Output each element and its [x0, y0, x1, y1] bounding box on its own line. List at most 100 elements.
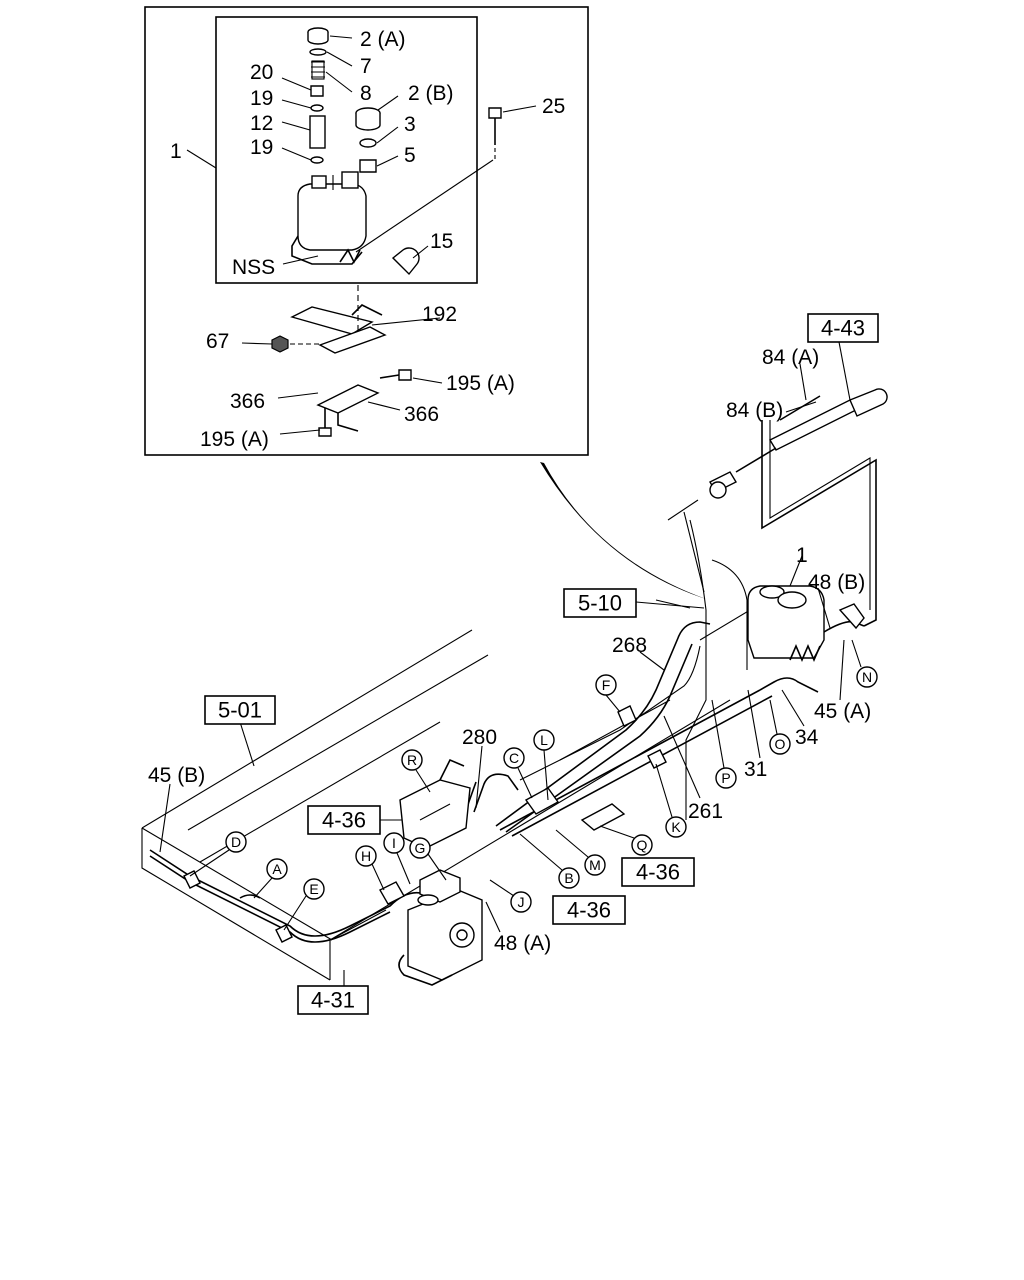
callout-a: A — [266, 858, 288, 880]
callout-m-label: M — [589, 857, 601, 873]
callout-c: C — [503, 747, 525, 769]
callout-f: F — [595, 674, 617, 696]
callout-e: E — [303, 878, 325, 900]
bolt-195a-lower — [318, 408, 332, 437]
ref-5-10-label: 5-10 — [578, 591, 622, 616]
bracket-q — [580, 803, 626, 831]
callout-q: Q — [631, 834, 653, 856]
label-67: 67 — [206, 330, 229, 353]
ref-box-4-36-lower[interactable]: 4-36 — [552, 895, 626, 925]
label-192: 192 — [422, 303, 457, 326]
label-31: 31 — [744, 758, 767, 781]
part-20 — [310, 85, 324, 97]
clip-k — [647, 749, 667, 769]
label-195a-right: 195 (A) — [446, 372, 515, 395]
oring-19-upper — [310, 104, 324, 112]
callout-j-label: J — [518, 894, 525, 910]
label-19-upper: 19 — [250, 87, 273, 110]
label-45a: 45 (A) — [814, 700, 871, 723]
label-3: 3 — [404, 113, 416, 136]
callout-p: P — [715, 767, 737, 789]
callout-f-label: F — [602, 677, 611, 693]
label-280: 280 — [462, 726, 497, 749]
label-1-inset: 1 — [170, 140, 182, 163]
callout-g-label: G — [415, 840, 426, 856]
label-366-right: 366 — [404, 403, 439, 426]
callout-j: J — [510, 891, 532, 913]
ref-box-4-36-left[interactable]: 4-36 — [307, 805, 381, 835]
label-48a: 48 (A) — [494, 932, 551, 955]
label-84a: 84 (A) — [762, 346, 819, 369]
label-15: 15 — [430, 230, 453, 253]
label-48b: 48 (B) — [808, 571, 865, 594]
callout-d-label: D — [231, 834, 241, 850]
seal-3 — [359, 138, 377, 148]
ref-box-4-31[interactable]: 4-31 — [297, 985, 369, 1015]
callout-a-label: A — [272, 861, 282, 877]
callout-n: N — [856, 666, 878, 688]
label-195a-lower: 195 (A) — [200, 428, 269, 451]
callout-m: M — [584, 854, 606, 876]
reservoir-main — [747, 585, 825, 663]
inset-leaders — [186, 35, 537, 435]
inset-reservoir-frame — [215, 16, 478, 284]
ref-4-43-label: 4-43 — [821, 316, 865, 341]
ref-box-4-36-right[interactable]: 4-36 — [621, 857, 695, 887]
steering-gear — [398, 869, 483, 986]
callout-b-label: B — [564, 870, 573, 886]
bolt-25-guide-line — [355, 159, 494, 253]
clip-a — [239, 894, 261, 899]
label-268: 268 — [612, 634, 647, 657]
label-45b: 45 (B) — [148, 764, 205, 787]
label-2b: 2 (B) — [408, 82, 454, 105]
return-line-loop — [761, 420, 877, 627]
callout-g: G — [409, 837, 431, 859]
callout-r: R — [401, 749, 423, 771]
inset-pointer-arrow — [540, 462, 706, 599]
hose-280 — [473, 773, 519, 813]
main-assembly-view: 84 (A) 84 (B) 1 48 (B) 268 280 45 (B) 45… — [141, 313, 888, 1015]
label-5: 5 — [404, 144, 416, 167]
bracket-192 — [290, 304, 387, 354]
label-20: 20 — [250, 61, 273, 84]
label-12: 12 — [250, 112, 273, 135]
spring-8 — [311, 60, 325, 80]
label-2a: 2 (A) — [360, 28, 406, 51]
label-1-main: 1 — [796, 544, 808, 567]
ref-4-31-label: 4-31 — [311, 988, 355, 1013]
clamp-15 — [391, 247, 420, 276]
clip-e — [275, 924, 293, 943]
clip-f — [617, 705, 637, 727]
clip-h — [379, 881, 405, 905]
oring-19-lower — [310, 156, 324, 164]
bolt-25 — [488, 107, 502, 160]
label-261: 261 — [688, 800, 723, 823]
callout-c-label: C — [509, 750, 519, 766]
callout-d: D — [225, 831, 247, 853]
label-84b: 84 (B) — [726, 399, 783, 422]
label-7: 7 — [360, 55, 372, 78]
callout-o: O — [769, 733, 791, 755]
cap-2b — [355, 107, 381, 131]
label-25: 25 — [542, 95, 565, 118]
inset-frame — [144, 6, 589, 456]
label-34: 34 — [795, 726, 819, 749]
ref-box-4-43[interactable]: 4-43 — [807, 313, 879, 343]
callout-e-label: E — [309, 881, 318, 897]
ref-box-5-10[interactable]: 5-10 — [563, 588, 637, 618]
callout-i: I — [383, 832, 405, 854]
callout-n-label: N — [862, 669, 872, 685]
ref-4-36-left-label: 4-36 — [322, 808, 366, 833]
callout-i-label: I — [392, 835, 396, 851]
main-leaders — [159, 341, 851, 990]
callout-r-label: R — [407, 752, 417, 768]
callout-b: B — [558, 867, 580, 889]
return-line-loop-inner — [769, 420, 871, 610]
seal-7 — [309, 48, 327, 56]
ref-box-5-01[interactable]: 5-01 — [204, 695, 276, 725]
exploded-view-inset: 2 (A) 7 20 8 2 (B) 19 25 12 3 1 19 5 15 … — [144, 6, 589, 456]
callout-h: H — [355, 845, 377, 867]
bracket-366 — [316, 384, 380, 432]
bracket-c — [524, 787, 560, 815]
